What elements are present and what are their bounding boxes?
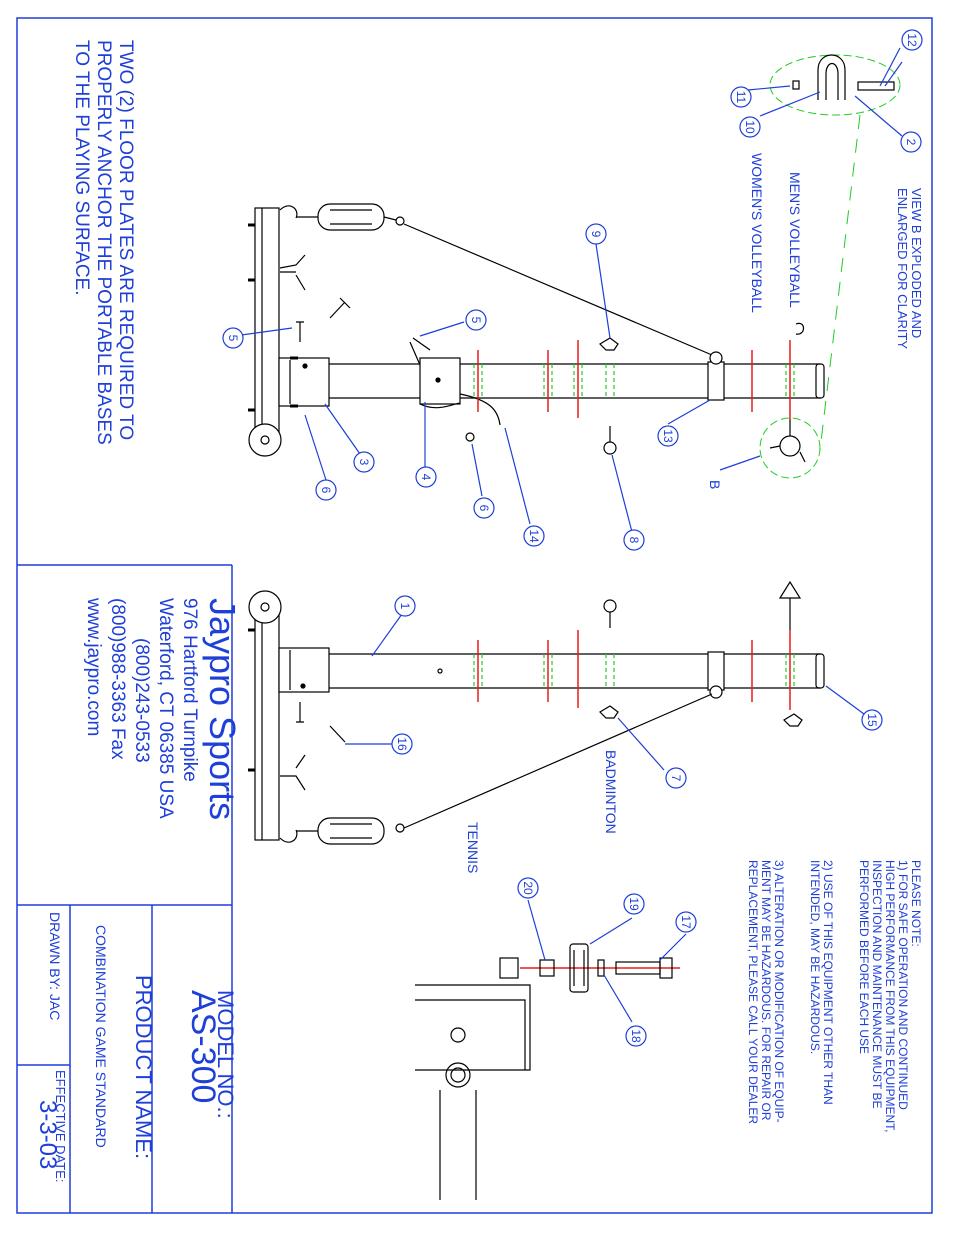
badminton-label: BADMINTON	[603, 750, 619, 834]
mens-volleyball-label: MEN'S VOLLEYBALL	[787, 172, 803, 308]
callout-6b-label: 6	[477, 505, 491, 512]
warning-line-2: PROPERLY ANCHOR THE PORTABLE BASES	[93, 40, 114, 445]
warning-line-1: TWO (2) FLOOR PLATES ARE REQUIRED TO	[115, 40, 136, 440]
callout-11: 11	[730, 86, 752, 108]
callout-8: 8	[623, 529, 645, 551]
callout-11-label: 11	[734, 91, 748, 104]
callout-16-label: 16	[395, 737, 409, 751]
callout-13: 13	[657, 425, 679, 447]
callout-20-label: 20	[521, 881, 535, 895]
view-b-note: VIEW B EXPLODED AND ENLARGED FOR CLARITY	[895, 188, 924, 349]
view-b-exploded	[759, 54, 901, 479]
callout-13-label: 13	[661, 429, 675, 443]
callout-5b-label: 5	[469, 317, 483, 324]
effective-date: 3-3-03	[34, 1100, 61, 1169]
view-b-letter: B	[707, 480, 723, 489]
note-line-9: 3) ALTERATION OR MODIFICATION OF EQUIP-	[772, 860, 786, 1123]
upper-standard	[248, 203, 825, 463]
callout-17: 17	[675, 911, 697, 933]
callout-14-label: 14	[527, 529, 541, 543]
callout-19-label: 19	[627, 897, 641, 911]
note-line-10: MENT MAY BE HAZARDOUS. FOR REPAIR OR	[759, 860, 773, 1121]
lower-standard	[248, 580, 825, 845]
floor-plate-detail	[415, 943, 673, 1200]
drawn-by: DRAWN BY: JAC	[47, 912, 63, 1020]
callout-7: 7	[665, 767, 687, 789]
callout-14: 14	[523, 525, 545, 547]
callout-2-label: 2	[904, 139, 918, 146]
callout-6b: 6	[473, 497, 495, 519]
callout-20: 20	[517, 877, 539, 899]
safety-notes: PLEASE NOTE: 1) FOR SAFE OPERATION AND C…	[746, 860, 923, 1132]
callout-1: 1	[394, 595, 416, 617]
callout-12-label: 12	[905, 33, 919, 47]
callout-18-label: 18	[629, 1029, 643, 1043]
company-phone: (800)243-0533	[131, 638, 152, 763]
title-block: MODEL NO.: AS-300 PRODUCT NAME: COMBINAT…	[34, 912, 238, 1182]
callout-3-label: 3	[357, 459, 371, 466]
effective-date-label: EFFECTIVE DATE:	[53, 1070, 68, 1182]
product-name: COMBINATION GAME STANDARD	[93, 925, 109, 1148]
womens-volleyball-label: WOMEN'S VOLLEYBALL	[749, 153, 765, 313]
height-markers	[473, 340, 795, 969]
company-address-2: Waterford, CT 06385 USA	[155, 598, 176, 819]
note-line-3: INSPECTION AND MAINTENANCE MUST BE	[870, 860, 884, 1108]
note-line-4: PERFORMED BEFORE EACH USE	[857, 860, 871, 1054]
callout-15-label: 15	[865, 713, 879, 727]
note-line-7: INTENDED, MAY BE HAZARDOUS.	[808, 860, 822, 1054]
callout-4: 4	[415, 466, 437, 488]
view-b-note-line-1: VIEW B EXPLODED AND	[909, 188, 924, 338]
callout-5a-label: 5	[226, 335, 240, 342]
model-number: AS-300	[184, 990, 222, 1103]
note-line-6: 2) USE OF THIS EQUIPMENT OTHER THAN	[821, 860, 835, 1105]
callout-10-label: 10	[743, 120, 757, 134]
callout-9-label: 9	[589, 231, 603, 238]
company-fax: (800)988-3363 Fax	[107, 598, 128, 760]
tennis-label: TENNIS	[465, 822, 481, 873]
company-web: www.jaypro.com	[83, 597, 104, 736]
company-name: Jaypro Sports	[202, 598, 243, 820]
callout-balloons: 1 2 3 4 5 5 6 6 7 8 9 10 11 12 13 14 15 …	[222, 29, 923, 1047]
callout-18: 18	[625, 1025, 647, 1047]
callout-16: 16	[391, 733, 413, 755]
callout-6a-label: 6	[319, 487, 333, 494]
callout-1-label: 1	[398, 603, 412, 610]
model-label: MODEL NO.:	[213, 990, 238, 1119]
callout-7-label: 7	[669, 775, 683, 782]
callout-2: 2	[900, 131, 922, 153]
warning-line-3: TO THE PLAYING SURFACE.	[71, 40, 92, 296]
callout-10: 10	[739, 116, 761, 138]
note-line-1: 1) FOR SAFE OPERATION AND CONTINUED	[896, 860, 910, 1110]
leader-lines	[233, 47, 903, 1023]
callout-5b: 5	[465, 309, 487, 331]
callout-17-label: 17	[679, 915, 693, 929]
floor-plate-warning: TWO (2) FLOOR PLATES ARE REQUIRED TO PRO…	[71, 40, 136, 445]
callout-19: 19	[623, 893, 645, 915]
note-line-0: PLEASE NOTE:	[909, 860, 923, 947]
callout-3: 3	[353, 451, 375, 473]
company-block: Jaypro Sports 976 Hartford Turnpike Wate…	[83, 597, 243, 820]
company-address-1: 976 Hartford Turnpike	[179, 598, 200, 782]
callout-12: 12	[901, 29, 923, 51]
callout-5a: 5	[222, 327, 244, 349]
callout-15: 15	[861, 709, 883, 731]
callout-6a: 6	[315, 479, 337, 501]
callout-8-label: 8	[627, 537, 641, 544]
note-line-2: HIGH PERFORMANCE FROM THIS EQUIPMENT,	[883, 860, 897, 1132]
view-b-note-line-2: ENLARGED FOR CLARITY	[895, 188, 910, 349]
callout-4-label: 4	[419, 474, 433, 481]
sheet-border	[16, 17, 933, 1214]
callout-9: 9	[585, 223, 607, 245]
note-line-11: REPLACEMENT, PLEASE CALL YOUR DEALER	[746, 860, 760, 1124]
product-label: PRODUCT NAME:	[131, 975, 156, 1159]
